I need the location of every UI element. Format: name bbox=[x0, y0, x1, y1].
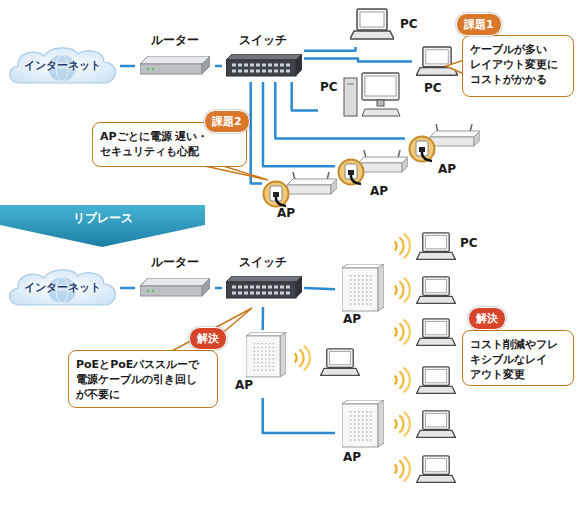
wifi-waves bbox=[295, 346, 310, 371]
issue-callout: 課題2APごとに電源 遅い・セキュリティも心配 bbox=[92, 122, 247, 167]
node-label: AP bbox=[235, 378, 253, 392]
ap-node: AP bbox=[335, 262, 390, 330]
network-cable bbox=[215, 287, 222, 290]
solution-callout: 解決PoEとPoEパススルーで 電源ケーブルの引き回し が不要に bbox=[68, 350, 218, 408]
network-cable bbox=[263, 82, 335, 166]
ap-node: AP bbox=[335, 148, 405, 200]
node-label: PC bbox=[460, 236, 478, 250]
network-cable bbox=[120, 65, 135, 68]
node-label: PC bbox=[320, 80, 338, 94]
band-label: リプレース bbox=[0, 210, 205, 227]
network-cable bbox=[292, 82, 318, 110]
laptop-icon bbox=[417, 456, 456, 482]
network-cable bbox=[304, 288, 335, 289]
laptop-icon bbox=[417, 319, 456, 345]
node-label: PC bbox=[400, 17, 418, 31]
router-icon bbox=[140, 56, 210, 74]
node-label: PC bbox=[424, 81, 442, 95]
callout-badge: 解決 bbox=[189, 327, 227, 350]
network-cable bbox=[275, 82, 405, 139]
router-node: ルーター bbox=[135, 252, 215, 307]
cloud-label: インターネット bbox=[5, 280, 120, 295]
band-outline bbox=[0, 205, 205, 247]
ap-icon bbox=[430, 124, 480, 146]
ap-icon bbox=[287, 172, 337, 194]
node-label: ルーター bbox=[151, 254, 199, 271]
node-label: AP bbox=[343, 450, 361, 464]
solution-callout: 解決コスト削減やフレ キシブルなレイ アウト変更 bbox=[462, 330, 574, 386]
node-label: AP bbox=[277, 206, 295, 220]
node-label: スイッチ bbox=[239, 254, 287, 271]
issue-callout: 課題1ケーブルが多い レイアウト変更に コストがかかる bbox=[462, 35, 574, 97]
internet-cloud: インターネット bbox=[5, 267, 120, 309]
laptop-icon bbox=[417, 233, 456, 259]
wifi-waves bbox=[395, 278, 410, 303]
ap-node: AP bbox=[232, 330, 290, 398]
network-cable bbox=[251, 82, 262, 184]
laptop-icon bbox=[350, 9, 394, 39]
internet-cloud: インターネット bbox=[5, 45, 120, 87]
callout-text: ケーブルが多い レイアウト変更に コストがかかる bbox=[470, 42, 568, 87]
callout-tail bbox=[170, 308, 252, 352]
power-plug-icon bbox=[264, 182, 289, 207]
laptop-icon bbox=[416, 47, 457, 75]
switch-icon bbox=[226, 276, 302, 298]
network-cable bbox=[120, 287, 135, 290]
pc-node: PC bbox=[413, 232, 483, 264]
network-cable bbox=[304, 47, 356, 51]
callout-badge: 課題2 bbox=[204, 110, 250, 133]
laptop-icon bbox=[417, 277, 456, 303]
node-label: ルーター bbox=[151, 32, 199, 49]
callout-tail bbox=[200, 165, 268, 180]
network-cable bbox=[304, 59, 412, 62]
wifi-waves bbox=[395, 457, 410, 482]
replace-arrow: リプレース bbox=[0, 205, 205, 247]
callout-badge: 解決 bbox=[468, 307, 506, 330]
switch-icon bbox=[226, 54, 302, 76]
network-cable bbox=[263, 398, 335, 433]
callout-text: APごとに電源 遅い・セキュリティも心配 bbox=[100, 129, 241, 159]
router-node: ルーター bbox=[135, 30, 215, 82]
pc-node: PC bbox=[348, 5, 423, 47]
switch-node: スイッチ bbox=[222, 30, 304, 82]
wifi-waves bbox=[395, 234, 410, 259]
ap-icon bbox=[342, 400, 384, 447]
laptop-icon bbox=[417, 367, 456, 393]
node-label: AP bbox=[343, 312, 361, 326]
ap-icon bbox=[342, 264, 384, 311]
wifi-waves bbox=[395, 320, 410, 345]
wifi-waves bbox=[395, 368, 410, 393]
node-label: スイッチ bbox=[239, 32, 287, 49]
node-label: AP bbox=[438, 162, 456, 176]
power-plug-icon bbox=[410, 137, 435, 162]
pc-node: PC bbox=[412, 45, 460, 100]
callout-text: PoEとPoEパススルーで 電源ケーブルの引き回し が不要に bbox=[76, 357, 212, 402]
ap-node: AP bbox=[405, 122, 480, 177]
wifi-waves bbox=[395, 412, 410, 437]
ap-icon bbox=[358, 150, 408, 172]
router-icon bbox=[140, 278, 210, 296]
cloud-label: インターネット bbox=[5, 58, 120, 73]
ap-node: AP bbox=[335, 398, 390, 468]
desktop-icon bbox=[344, 73, 400, 116]
laptop-icon bbox=[417, 411, 456, 437]
network-cable bbox=[215, 65, 222, 68]
pc-node: PC bbox=[318, 72, 403, 120]
callout-badge: 課題1 bbox=[456, 13, 502, 36]
node-label: AP bbox=[370, 184, 388, 198]
callout-text: コスト削減やフレ キシブルなレイ アウト変更 bbox=[470, 337, 568, 382]
ap-node: AP bbox=[262, 168, 340, 220]
network-cable bbox=[261, 307, 264, 330]
power-plug-icon bbox=[339, 160, 364, 185]
ap-icon bbox=[246, 332, 286, 377]
laptop-icon bbox=[321, 349, 360, 375]
switch-node: スイッチ bbox=[222, 252, 304, 307]
